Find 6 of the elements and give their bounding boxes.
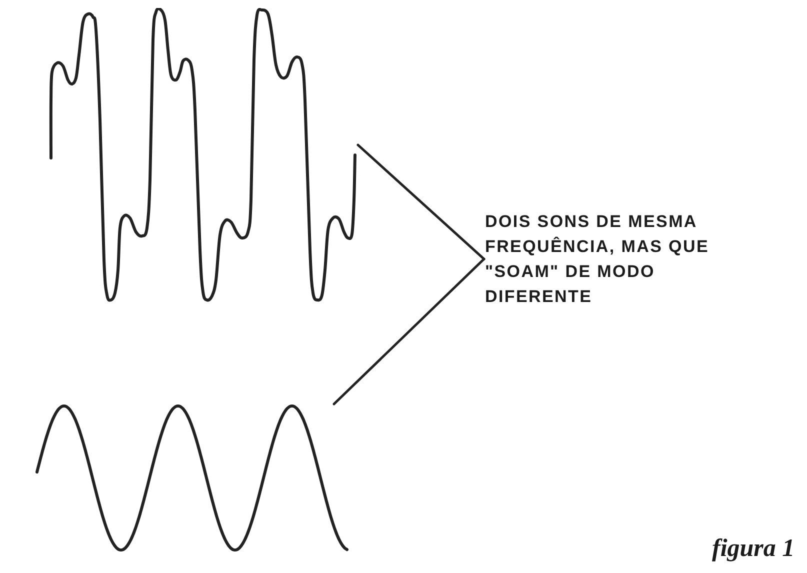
sine-waveform [35,404,350,552]
leader-line [332,258,486,406]
leader-line [356,144,486,260]
annotation-text: DOIS SONS DE MESMA FREQUÊNCIA, MAS QUE "SOAM" DE MODO DIFERENTE [485,209,730,309]
figure-caption: figura 1 [712,534,795,564]
complex-waveform [49,8,357,302]
